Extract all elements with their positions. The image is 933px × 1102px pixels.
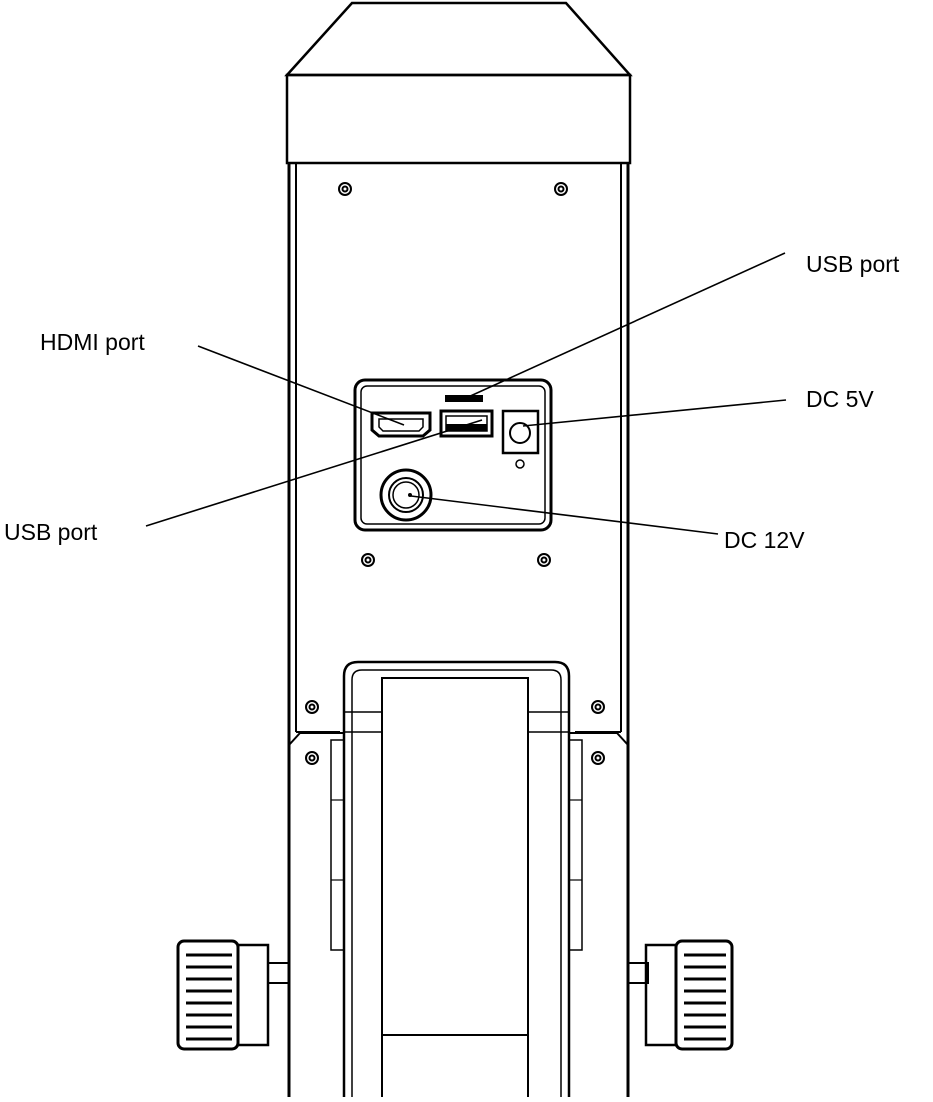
label-usb-port-top: USB port [806,251,900,277]
dc-12v-connector-icon [379,468,433,522]
label-dc-12v: DC 12V [724,527,805,553]
usb-slot-top [445,395,483,402]
arm-bracket [342,660,571,1097]
column-body [287,163,630,1097]
screws [305,182,605,765]
device-head [284,1,633,165]
leader-usb-top [465,252,786,399]
leader-hdmi [197,345,405,426]
right-focus-knob [627,939,734,1051]
leader-dc5v [522,399,787,427]
leader-usb-left [145,419,483,527]
left-focus-knob [176,939,290,1051]
side-plates [288,732,629,951]
label-dc-5v: DC 5V [806,386,874,412]
dc-5v-jack-icon [501,409,540,469]
hdmi-port-icon [370,411,432,438]
label-usb-port-left: USB port [4,519,98,545]
label-hdmi-port: HDMI port [40,329,145,355]
leader-lines [145,252,787,535]
usb-port-icon [439,409,494,438]
connector-panel [353,378,553,532]
leader-dc12v [410,495,719,535]
